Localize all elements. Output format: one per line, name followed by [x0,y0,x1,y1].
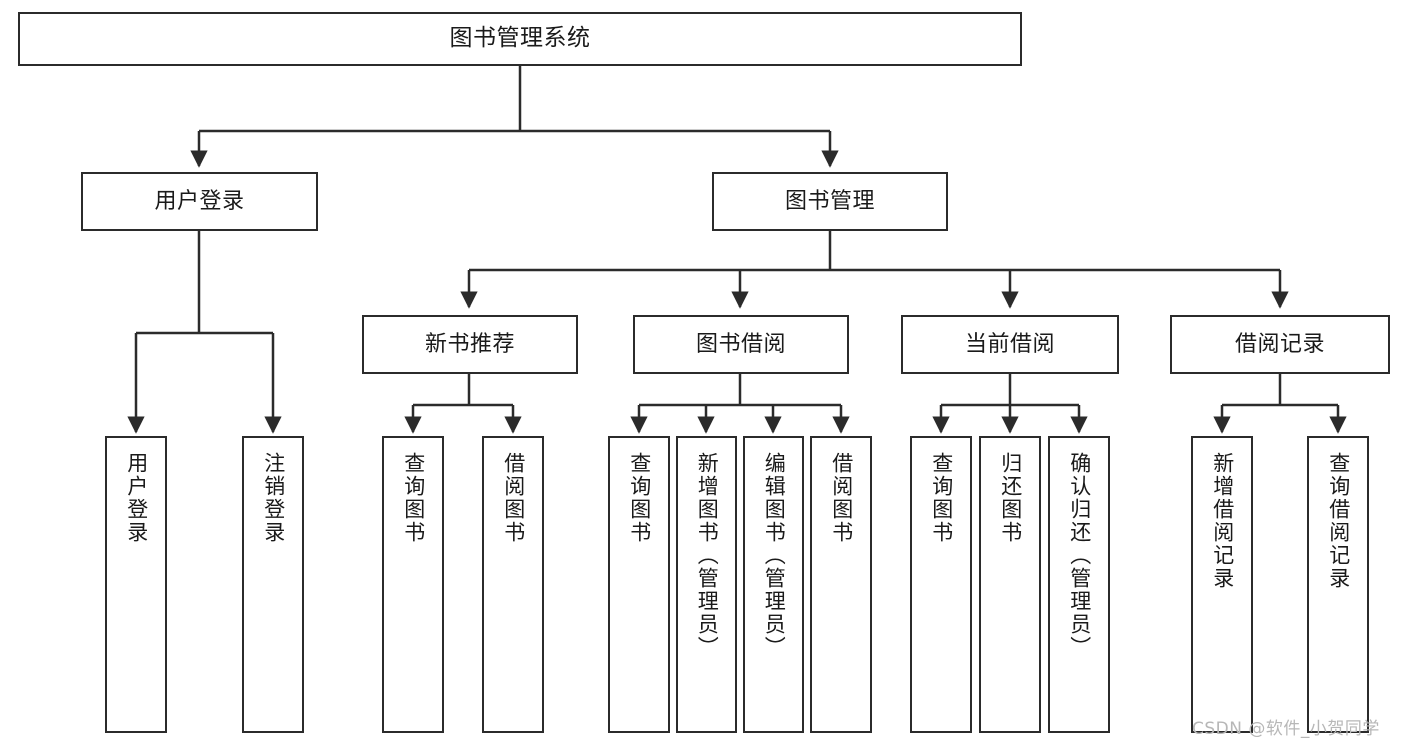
node-label: 查询图书 [627,452,652,544]
node-label: 新增借阅记录 [1210,452,1235,590]
node-label: 用户登录 [124,452,149,544]
node-label: 编辑图书（管理员） [762,452,787,659]
node-leaf-edit-book[interactable]: 编辑图书（管理员） [743,436,804,733]
node-current-borrow[interactable]: 当前借阅 [901,315,1119,374]
node-leaf-logout-login[interactable]: 注销登录 [242,436,304,733]
node-label: 查询借阅记录 [1326,452,1351,590]
node-leaf-borrow-book-1[interactable]: 借阅图书 [482,436,544,733]
node-label: 当前借阅 [964,331,1055,357]
node-book-manage[interactable]: 图书管理 [712,172,948,231]
node-leaf-query-record[interactable]: 查询借阅记录 [1307,436,1369,733]
node-leaf-return-book[interactable]: 归还图书 [979,436,1041,733]
node-label: 查询图书 [401,452,426,544]
node-leaf-query-book-3[interactable]: 查询图书 [910,436,972,733]
node-label: 归还图书 [998,452,1023,544]
node-borrow-record[interactable]: 借阅记录 [1170,315,1390,374]
node-label: 新增图书（管理员） [695,452,720,659]
node-leaf-user-login[interactable]: 用户登录 [105,436,167,733]
node-label: 图书借阅 [695,331,786,357]
node-label: 查询图书 [929,452,954,544]
node-leaf-add-record[interactable]: 新增借阅记录 [1191,436,1253,733]
node-label: 借阅图书 [829,452,854,544]
node-label: 借阅记录 [1234,331,1325,357]
node-label: 借阅图书 [501,452,526,544]
node-leaf-borrow-book-2[interactable]: 借阅图书 [810,436,872,733]
node-user-login[interactable]: 用户登录 [81,172,318,231]
node-root-system[interactable]: 图书管理系统 [18,12,1022,66]
node-label: 确认归还（管理员） [1067,452,1092,659]
node-leaf-query-book-1[interactable]: 查询图书 [382,436,444,733]
node-book-borrow[interactable]: 图书借阅 [633,315,849,374]
node-label: 图书管理系统 [449,25,591,52]
node-label: 新书推荐 [424,331,515,357]
node-leaf-query-book-2[interactable]: 查询图书 [608,436,670,733]
node-leaf-add-book[interactable]: 新增图书（管理员） [676,436,737,733]
node-leaf-confirm-return[interactable]: 确认归还（管理员） [1048,436,1110,733]
node-label: 注销登录 [261,452,286,544]
node-label: 图书管理 [784,188,875,214]
node-label: 用户登录 [154,188,245,214]
node-new-book-recommend[interactable]: 新书推荐 [362,315,578,374]
